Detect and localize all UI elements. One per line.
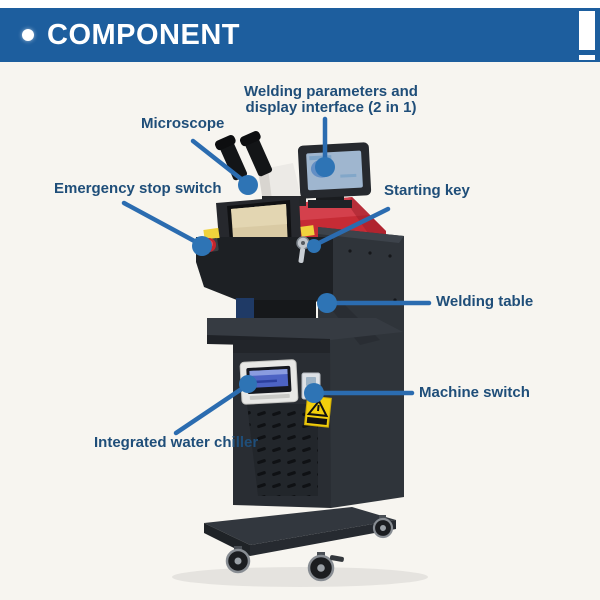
leader-line-starting-key bbox=[314, 206, 391, 247]
leader-line-emergency-stop bbox=[121, 200, 201, 246]
laser-warning-sticker-right bbox=[300, 225, 315, 237]
page-title: COMPONENT bbox=[47, 18, 240, 51]
starting-key-graphic bbox=[296, 236, 310, 264]
label-welding-parameters-display: Welding parameters and display interface… bbox=[244, 83, 418, 117]
label-machine-switch: Machine switch bbox=[419, 384, 530, 401]
header-bar: COMPONENT bbox=[0, 8, 600, 62]
vent-grille-icon bbox=[247, 404, 318, 496]
display-screen-graphic bbox=[297, 142, 372, 208]
leader-dot-welding-table bbox=[317, 293, 337, 313]
bullet-icon bbox=[22, 29, 34, 41]
laser-warning-sticker-left bbox=[203, 227, 220, 240]
floor-shadow bbox=[172, 567, 428, 587]
exclamation-bar-top bbox=[579, 11, 595, 50]
label-integrated-water-chiller: Integrated water chiller bbox=[94, 434, 259, 451]
label-starting-key: Starting key bbox=[384, 182, 470, 199]
leader-line-microscope bbox=[190, 138, 248, 185]
leader-lines bbox=[121, 116, 432, 436]
label-emergency-stop-switch: Emergency stop switch bbox=[54, 180, 222, 197]
welding-head-hood-graphic bbox=[196, 237, 333, 310]
water-chiller-panel-graphic bbox=[239, 359, 299, 405]
leader-dot-machine-switch bbox=[304, 383, 324, 403]
top-margin-strip bbox=[0, 0, 600, 8]
leader-dot-water-chiller bbox=[239, 375, 257, 393]
leader-dot-emergency-stop bbox=[192, 236, 212, 256]
leader-dot-microscope bbox=[238, 175, 258, 195]
exclamation-bar-icon bbox=[579, 11, 595, 60]
leader-dot-parameters-display bbox=[315, 157, 335, 177]
leader-dot-starting-key bbox=[307, 239, 321, 253]
leader-dots bbox=[192, 157, 337, 403]
exclamation-bar-bottom bbox=[579, 55, 595, 60]
leader-line-water-chiller bbox=[173, 383, 249, 436]
electric-warning-label-icon bbox=[303, 395, 332, 428]
base-casters-graphic bbox=[204, 507, 396, 582]
label-microscope: Microscope bbox=[141, 115, 225, 132]
label-welding-table: Welding table bbox=[436, 293, 534, 310]
